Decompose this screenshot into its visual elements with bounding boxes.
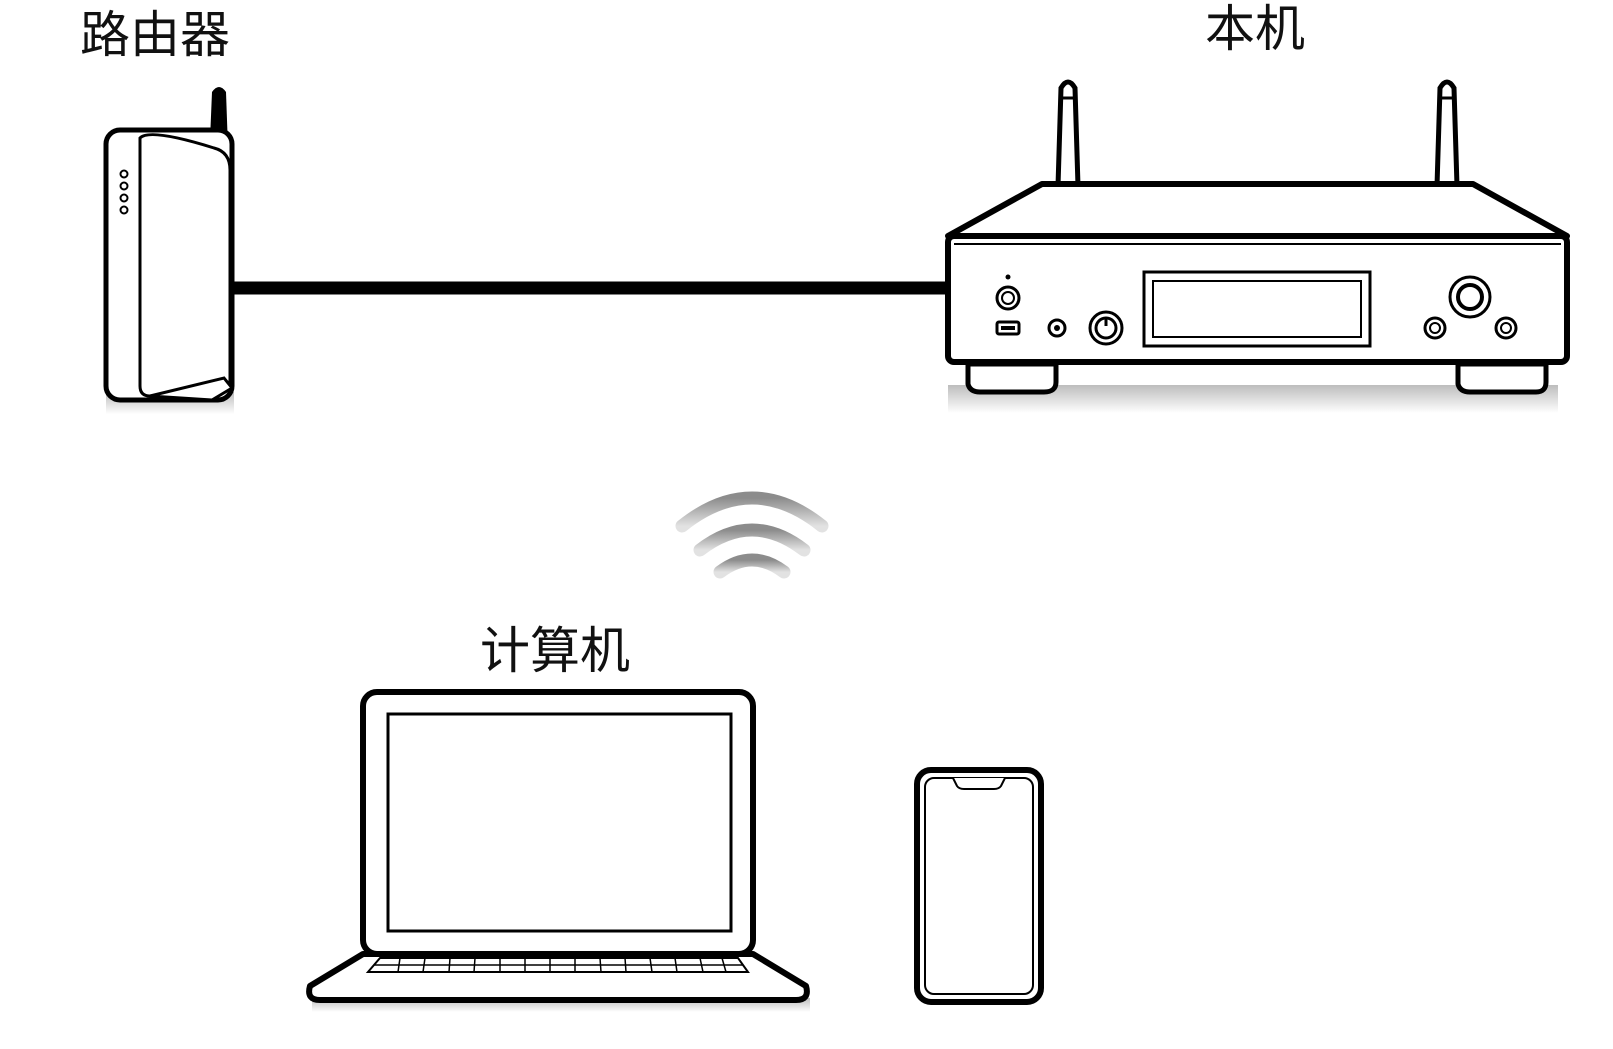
smartphone-icon bbox=[914, 767, 1044, 1005]
wifi-signal-icon bbox=[675, 491, 829, 579]
network-player-icon bbox=[945, 79, 1570, 413]
router-icon bbox=[103, 87, 235, 414]
computer-label: 计算机 bbox=[480, 622, 630, 680]
laptop-icon bbox=[306, 689, 810, 1012]
router-label: 路由器 bbox=[80, 6, 230, 64]
unit-label: 本机 bbox=[1205, 0, 1305, 58]
